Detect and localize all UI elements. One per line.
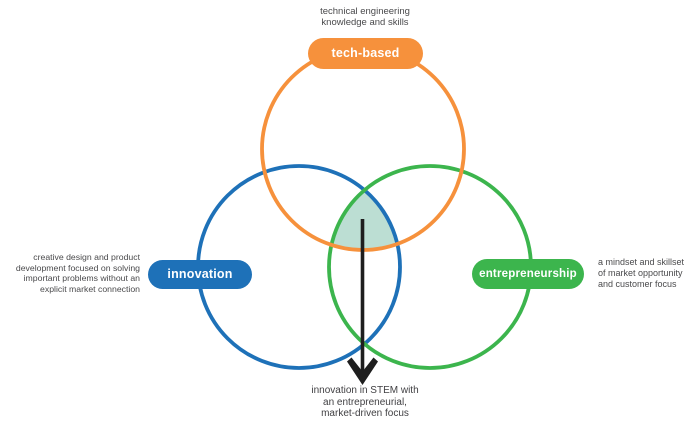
intersection-result-text: innovation in STEM with an entrepreneuri… — [285, 385, 445, 420]
annotation-line: creative design and product — [33, 252, 140, 262]
tech-based-pill: tech-based — [308, 38, 423, 69]
entrepreneurship-pill: entrepreneurship — [472, 259, 584, 289]
annotation-line: explicit market connection — [40, 283, 140, 294]
annotation-line: knowledge and skills — [321, 17, 409, 28]
annotation-line: technical engineering — [320, 6, 410, 17]
annotation-line: and customer focus — [598, 279, 677, 290]
entrepreneurship-annotation: a mindset and skillset of market opportu… — [598, 257, 700, 291]
annotation-line: of market opportunity — [598, 268, 683, 279]
result-arrow-head — [347, 357, 378, 385]
annotation-line: a mindset and skillset — [598, 257, 685, 267]
result-line: an entrepreneurial, — [323, 396, 407, 408]
result-line: market-driven focus — [321, 408, 409, 419]
triple-intersection-region — [331, 190, 398, 251]
innovation-annotation: creative design and product development … — [5, 252, 140, 294]
annotation-line: important problems without an — [23, 273, 140, 284]
tech-based-annotation: technical engineering knowledge and skil… — [265, 6, 465, 28]
innovation-pill: innovation — [148, 260, 252, 289]
result-line: innovation in STEM with — [311, 385, 419, 396]
annotation-line: development focused on solving — [15, 262, 140, 273]
